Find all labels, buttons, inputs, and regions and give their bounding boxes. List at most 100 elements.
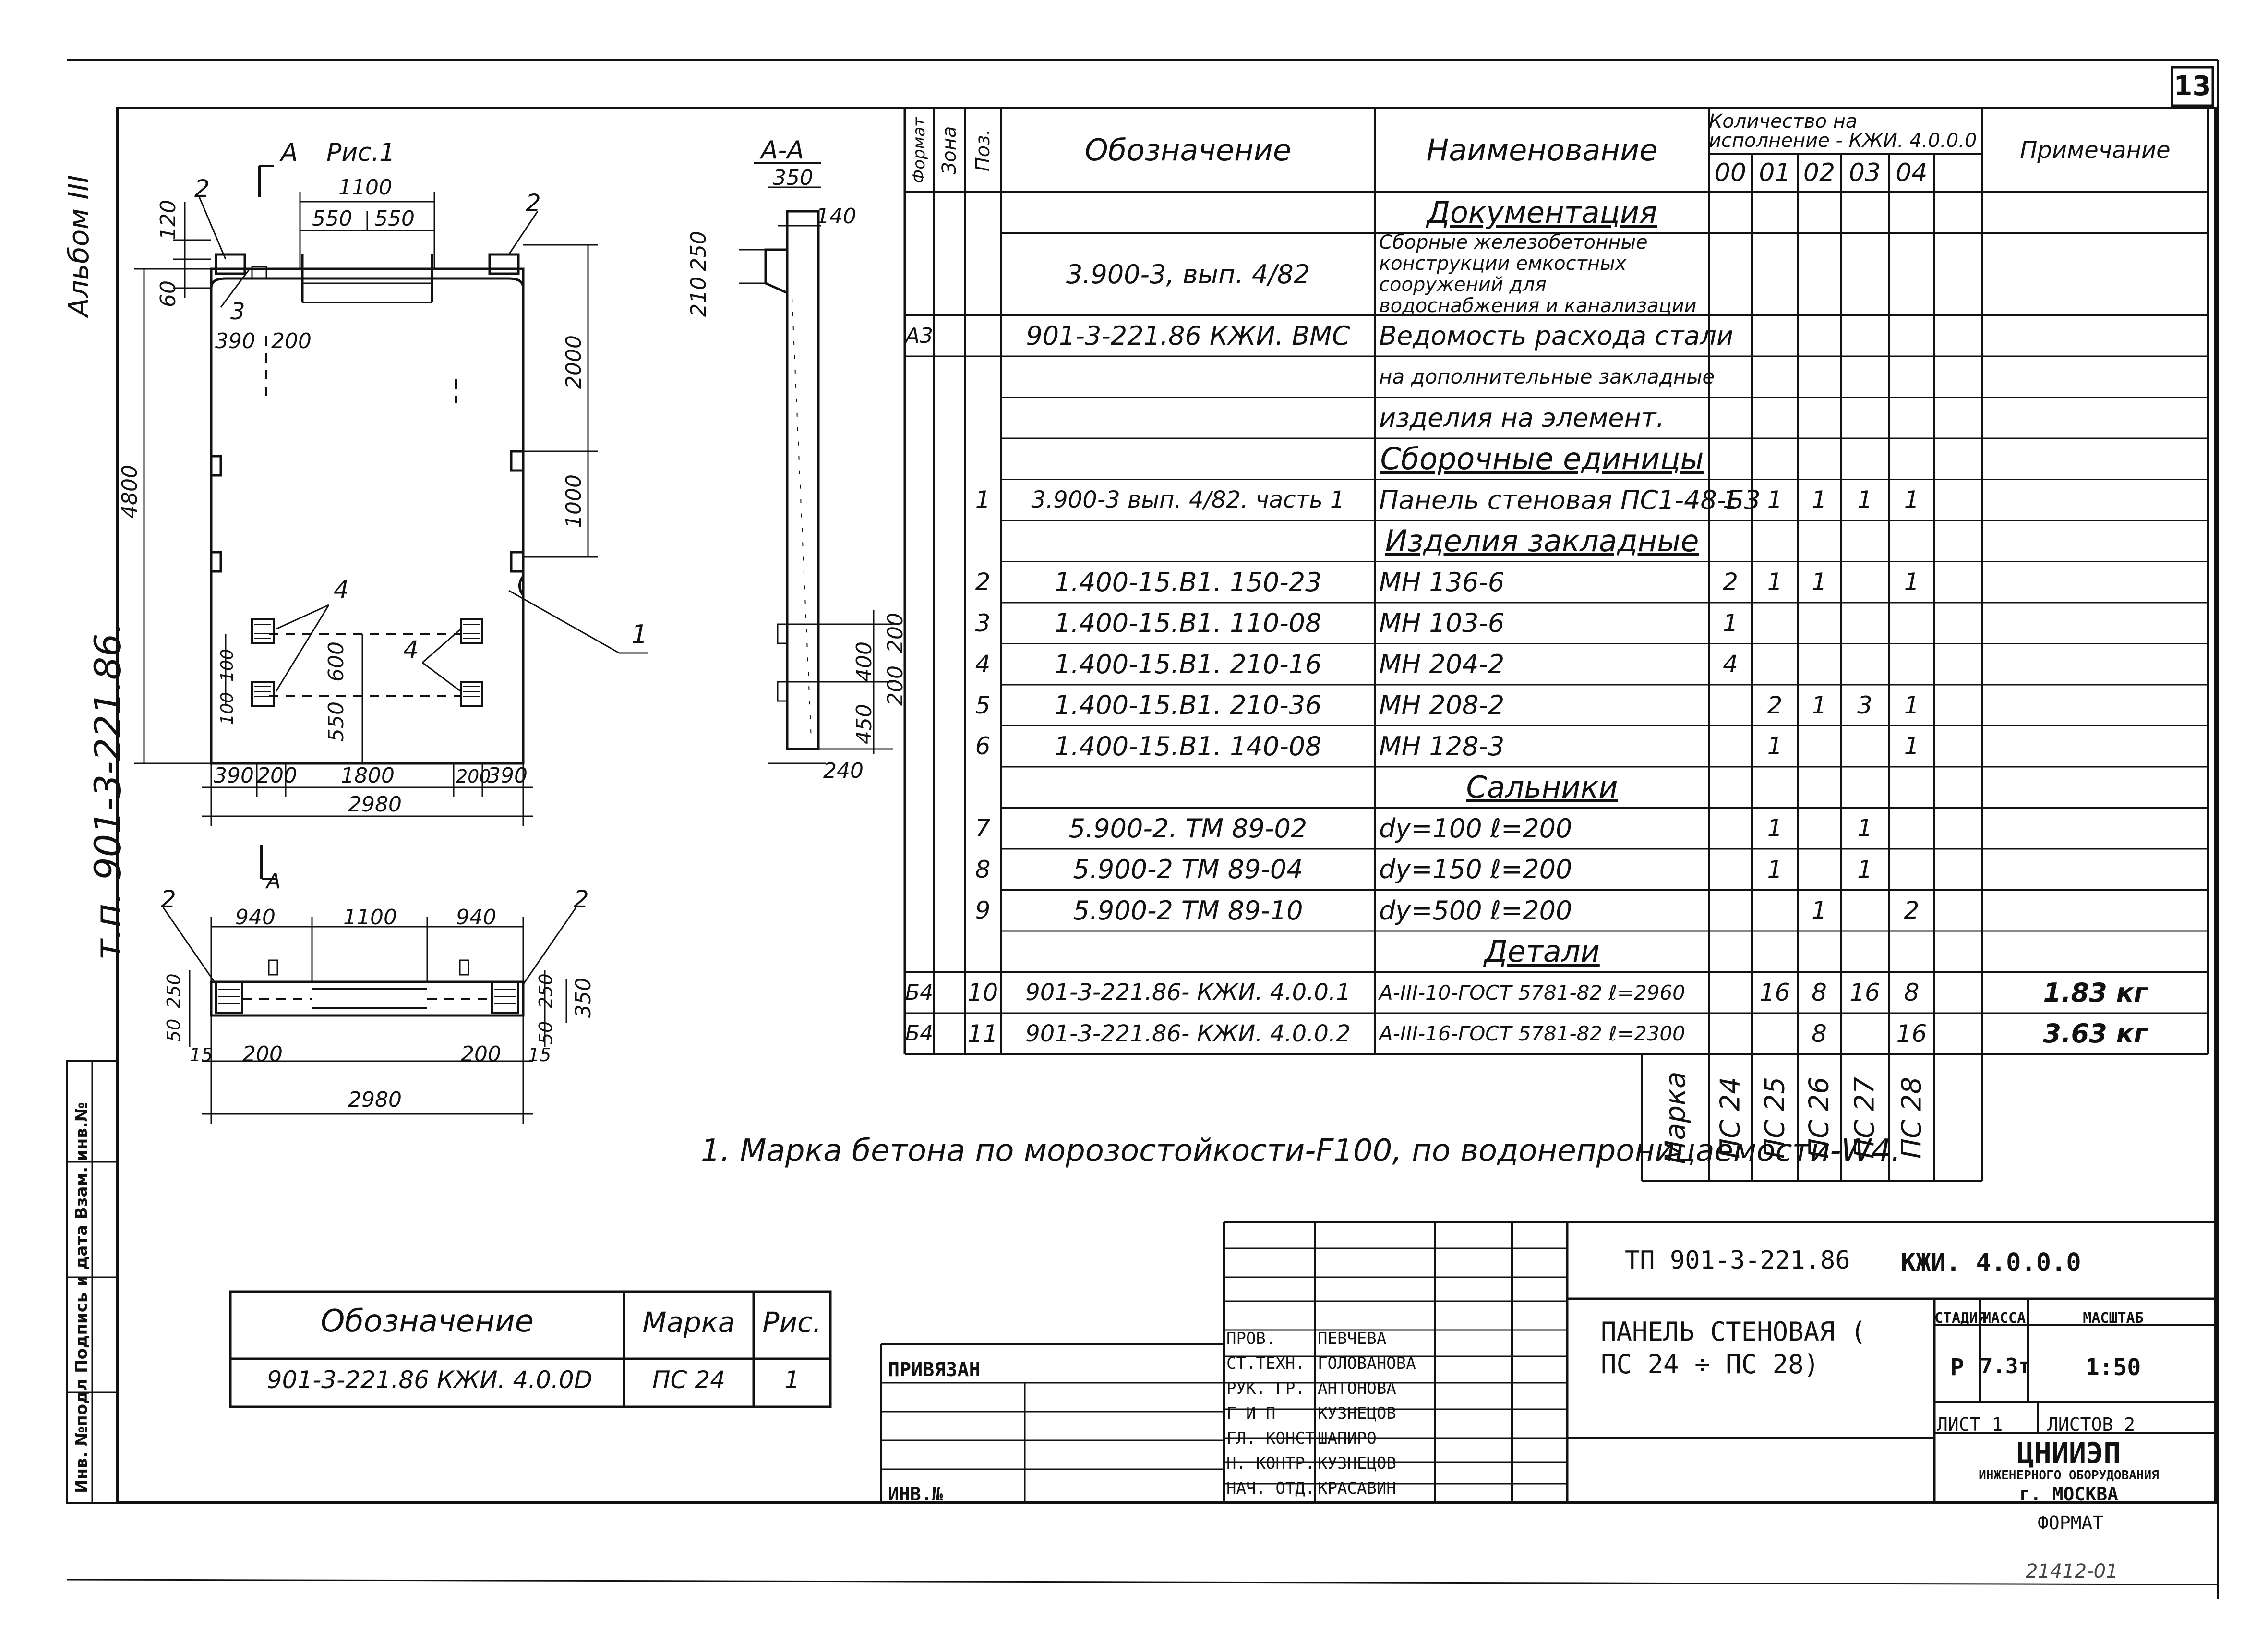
row-designation: 1.400-15.В1. 150-23: [1054, 567, 1322, 597]
row-designation: 901-3-221.86- КЖИ. 4.0.0.1: [1025, 979, 1351, 1006]
row-name: МН 136-6: [1379, 567, 1505, 597]
row-name: Ведомость расхода стали: [1379, 320, 1734, 351]
callout-4-a: 4: [334, 576, 349, 604]
section-title: А-А: [759, 136, 804, 165]
row-section-title: Сальники: [1466, 770, 1618, 805]
callout-4-b: 4: [403, 636, 419, 664]
concrete-note: 1. Марка бетона по морозостойкости-F100,…: [701, 1133, 1901, 1169]
row-designation: 3.900-3, вып. 4/82: [1066, 259, 1310, 290]
header-qty-02: 02: [1803, 158, 1836, 187]
sheets-label: ЛИСТОВ 2: [2047, 1414, 2136, 1435]
row-format: А3: [905, 323, 934, 348]
row-designation: 1.400-15.В1. 110-08: [1054, 608, 1322, 639]
dim-p-250-b: 250: [535, 973, 556, 1008]
dim-s-350: 350: [773, 166, 813, 190]
row-format: Б4: [905, 980, 934, 1005]
signer-role: ПРОВ.: [1226, 1329, 1276, 1348]
header-qty-01: 01: [1759, 158, 1791, 187]
dim-b-390-a: 390: [214, 763, 254, 788]
dim-b-200-a: 200: [257, 763, 297, 788]
dim-550-c: 550: [324, 701, 348, 742]
row-qty: 16: [1759, 979, 1790, 1007]
row-qty: 16: [1849, 979, 1880, 1007]
row-designation: 3.900-3 вып. 4/82. часть 1: [1031, 486, 1345, 514]
row-section-title: Сборочные единицы: [1380, 441, 1704, 477]
signer-name: КРАСАВИН: [1318, 1479, 1396, 1498]
inv-no-label: ИНВ.№: [888, 1484, 943, 1505]
row-pos: 10: [967, 979, 998, 1007]
signer-name: КУЗНЕЦОВ: [1318, 1404, 1396, 1423]
row-name: Панель стеновая ПС1-48-Б3: [1379, 484, 1761, 515]
row-pos: 7: [975, 814, 991, 843]
dim-width-2980: 2980: [348, 792, 402, 817]
doc-code-2: КЖИ. 4.0.0.0: [1901, 1248, 2081, 1277]
dim-120: 120: [156, 200, 180, 240]
row-qty: 1: [1904, 568, 1920, 596]
row-qty: 1: [1812, 896, 1827, 925]
header-note: Примечание: [2020, 136, 2171, 164]
row-note: 1.83 кг: [2043, 977, 2148, 1008]
row-qty: 1: [1812, 486, 1827, 514]
header-name: Наименование: [1426, 133, 1658, 168]
row-name: dy=500 ℓ=200: [1379, 895, 1572, 926]
row-pos: 8: [975, 855, 991, 883]
dim-100-b: 100: [217, 692, 237, 725]
row-qty: 1: [1767, 486, 1783, 514]
figure-caption: Рис.1: [326, 138, 395, 167]
mass-label: МАССА: [1982, 1310, 2026, 1327]
signer-role: СТ.ТЕХН.: [1226, 1354, 1305, 1373]
dim-100-a: 100: [217, 649, 237, 682]
header-qty-03: 03: [1848, 158, 1881, 187]
dim-550-b: 550: [374, 206, 415, 231]
signer-name: ПЕВЧЕВА: [1318, 1329, 1387, 1348]
row-pos: 3: [975, 609, 991, 637]
row-section-title: Документация: [1427, 195, 1657, 230]
row-qty: 16: [1896, 1019, 1927, 1048]
dim-390: 390: [215, 329, 255, 353]
dim-p-350: 350: [571, 978, 596, 1018]
dim-s-250: 250: [686, 231, 711, 271]
stage-label: СТАДИЯ: [1934, 1310, 1987, 1327]
section-mark-a: А: [279, 138, 298, 167]
signer-role: ГЛ. КОНСТ: [1226, 1429, 1315, 1448]
row-qty: 1: [1767, 568, 1783, 596]
row-designation: 1.400-15.В1. 140-08: [1054, 731, 1322, 762]
row-designation: 5.900-2 ТМ 89-04: [1073, 854, 1303, 885]
row-qty: 1: [1904, 732, 1920, 761]
dim-b-1800: 1800: [341, 763, 395, 788]
row-qty: 1: [1812, 691, 1827, 719]
dim-200: 200: [271, 329, 312, 353]
signer-role: Г И П: [1226, 1404, 1276, 1423]
row-section-title: Изделия закладные: [1385, 523, 1699, 559]
row-designation: 5.900-2. ТМ 89-02: [1068, 813, 1308, 844]
dim-p-200-b: 200: [461, 1042, 501, 1066]
dim-1100: 1100: [338, 175, 392, 200]
row-format: Б4: [905, 1021, 934, 1046]
header-qty-title: Количество на исполнение - КЖИ. 4.0.0.0: [1709, 110, 1977, 152]
callout-2-b: 2: [526, 189, 541, 217]
dim-s-450: 450: [852, 704, 876, 744]
row-name: dy=100 ℓ=200: [1379, 813, 1572, 844]
row-name: МН 204-2: [1379, 649, 1505, 679]
signer-role: РУК. ГР.: [1226, 1379, 1305, 1398]
dim-s-140: 140: [816, 204, 856, 229]
row-pos: 9: [975, 896, 991, 925]
dim-p-50-b: 50: [535, 1021, 556, 1044]
row-qty: 2: [1723, 568, 1738, 596]
dim-1000: 1000: [562, 474, 586, 528]
row-qty: 8: [1904, 979, 1920, 1007]
small-table-designation: 901-3-221.86 КЖИ. 4.0.0D: [266, 1366, 593, 1394]
dim-p-50-a: 50: [163, 1019, 184, 1042]
row-pos: 11: [967, 1019, 998, 1048]
row-qty: 8: [1812, 979, 1827, 1007]
row-name: Сборные железобетонные конструкции емкос…: [1379, 231, 1697, 317]
row-designation: 5.900-2 ТМ 89-10: [1073, 895, 1303, 926]
row-pos: 5: [975, 691, 991, 719]
dim-s-210: 210: [686, 277, 711, 317]
row-qty: 8: [1812, 1019, 1827, 1048]
dim-p-200-a: 200: [242, 1042, 283, 1066]
row-qty: 1: [1723, 609, 1738, 637]
row-qty: 1: [1904, 691, 1920, 719]
